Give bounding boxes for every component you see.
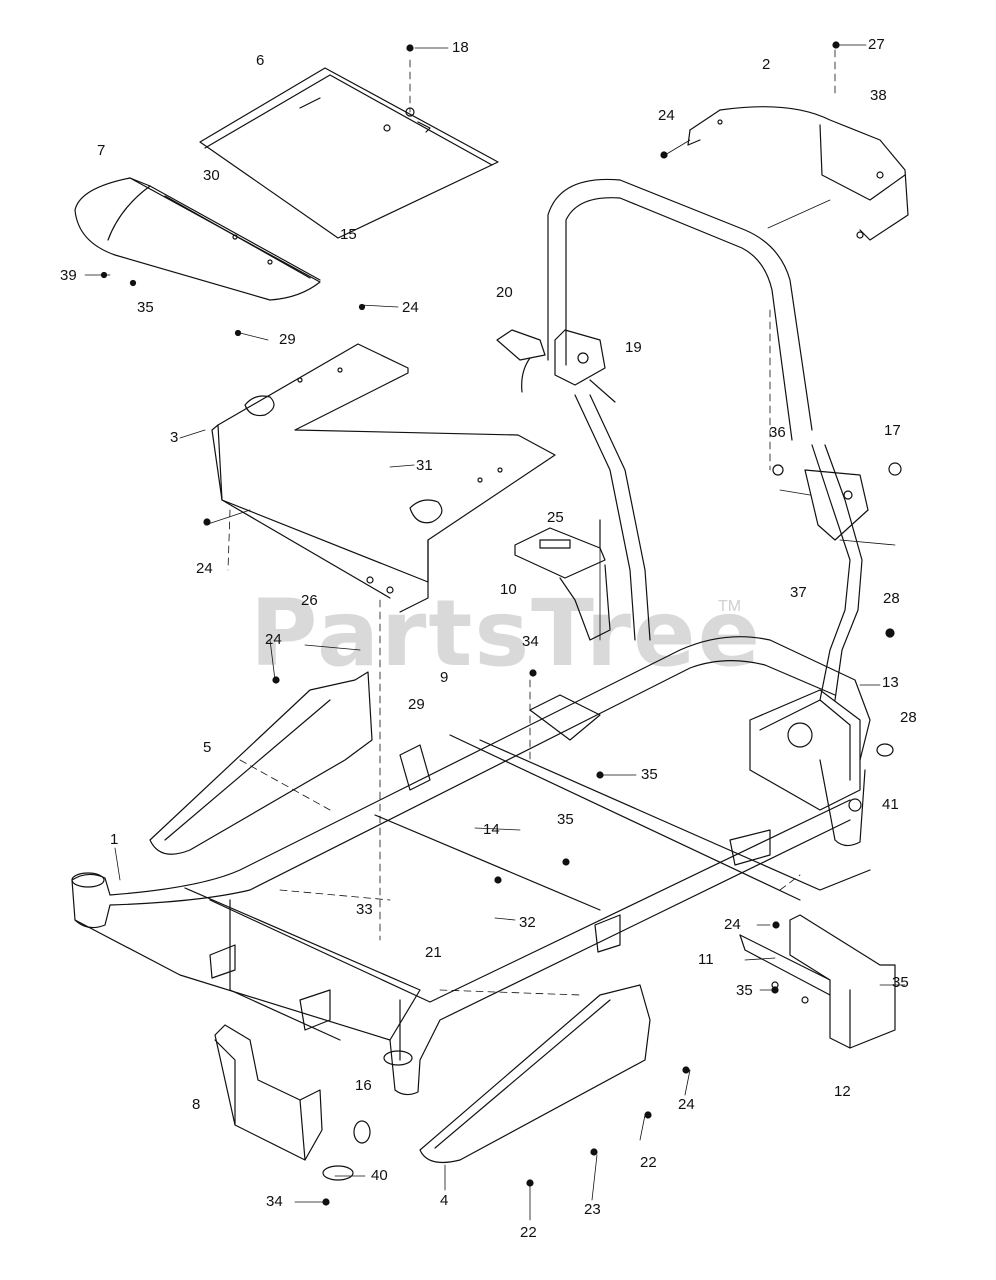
callout-25: 25: [547, 509, 564, 526]
callout-37: 37: [790, 584, 807, 601]
callout-26: 26: [301, 592, 318, 609]
callout-35: 35: [736, 982, 753, 999]
part-rops: [547, 178, 869, 701]
part-right-hanger: [419, 984, 651, 1163]
hardware-fasteners: [100, 41, 902, 1206]
callout-27: 27: [868, 36, 885, 53]
leader-lines: [84, 44, 906, 1221]
callout-3: 3: [170, 429, 179, 446]
callout-34: 34: [266, 1193, 283, 1210]
part-pump-bracket: [214, 1024, 371, 1181]
callout-4: 4: [440, 1192, 449, 1209]
callout-24: 24: [196, 560, 213, 577]
callout-19: 19: [625, 339, 642, 356]
callout-24: 24: [265, 631, 282, 648]
callout-24: 24: [402, 299, 419, 316]
callout-15: 15: [340, 226, 357, 243]
callout-40: 40: [371, 1167, 388, 1184]
callout-30: 30: [203, 167, 220, 184]
callout-9: 9: [440, 669, 449, 686]
part-main-frame: [71, 636, 871, 1096]
part-floor-pan: [199, 67, 499, 239]
callout-35: 35: [892, 974, 909, 991]
part-front-shroud: [74, 177, 321, 301]
callout-35: 35: [641, 766, 658, 783]
callout-22: 22: [640, 1154, 657, 1171]
callout-8: 8: [192, 1096, 201, 1113]
callout-21: 21: [425, 944, 442, 961]
part-latch: [496, 329, 616, 403]
callout-29: 29: [408, 696, 425, 713]
callout-41: 41: [882, 796, 899, 813]
callout-2: 2: [762, 56, 771, 73]
callout-33: 33: [356, 901, 373, 918]
callout-35: 35: [557, 811, 574, 828]
callout-39: 39: [60, 267, 77, 284]
watermark-trademark: TM: [718, 598, 742, 615]
callout-28: 28: [883, 590, 900, 607]
part-left-hanger: [149, 671, 373, 855]
callout-24: 24: [724, 916, 741, 933]
part-seat-bracket: [514, 519, 611, 641]
callout-24: 24: [658, 107, 675, 124]
callout-23: 23: [584, 1201, 601, 1218]
callout-22: 22: [520, 1224, 537, 1241]
callout-6: 6: [256, 52, 265, 69]
callout-34: 34: [522, 633, 539, 650]
callout-14: 14: [483, 821, 500, 838]
callout-38: 38: [870, 87, 887, 104]
callout-17: 17: [884, 422, 901, 439]
callout-18: 18: [452, 39, 469, 56]
callout-13: 13: [882, 674, 899, 691]
callout-10: 10: [500, 581, 517, 598]
callout-32: 32: [519, 914, 536, 931]
callout-16: 16: [355, 1077, 372, 1094]
callout-28: 28: [900, 709, 917, 726]
callout-36: 36: [769, 424, 786, 441]
watermark: PartsTree: [250, 580, 762, 687]
part-deck-cover: [211, 343, 556, 613]
part-rear-bracket: [687, 106, 909, 241]
assembly-lines: [227, 49, 836, 996]
callout-11: 11: [698, 951, 714, 968]
callout-1: 1: [110, 831, 119, 848]
part-battery-box: [739, 914, 896, 1049]
callout-7: 7: [97, 142, 106, 159]
callout-35: 35: [137, 299, 154, 316]
callout-5: 5: [203, 739, 212, 756]
callout-29: 29: [279, 331, 296, 348]
callout-20: 20: [496, 284, 513, 301]
callout-31: 31: [416, 457, 433, 474]
callout-24: 24: [678, 1096, 695, 1113]
callout-12: 12: [834, 1083, 851, 1100]
